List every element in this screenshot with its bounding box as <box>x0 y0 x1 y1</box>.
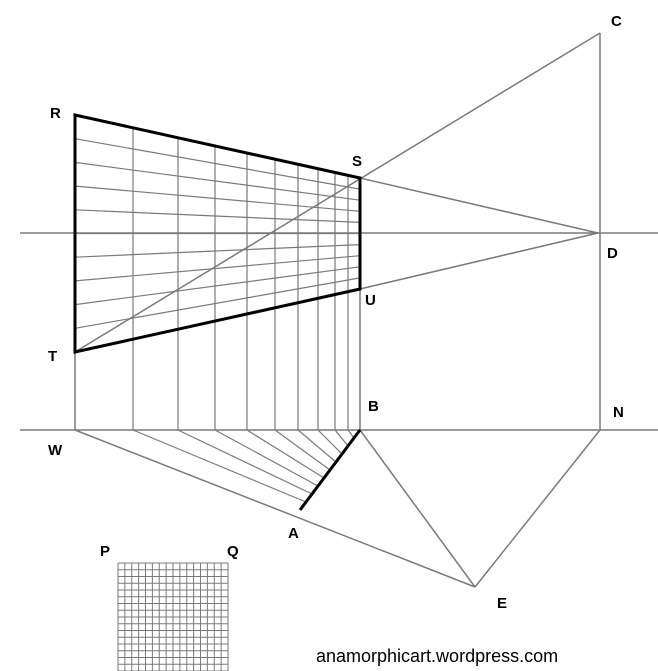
grid-horizontal-line <box>74 161 361 201</box>
fan-line <box>297 429 337 463</box>
line-B-E <box>359 429 476 588</box>
credit-text: anamorphicart.wordpress.com <box>316 646 558 666</box>
line-T-C <box>74 32 601 353</box>
label-A: A <box>288 525 299 542</box>
point-labels: R S C D U T B N W A E P Q <box>48 13 624 612</box>
fan-line <box>347 429 355 439</box>
line-N-E <box>474 429 601 588</box>
fan-line <box>274 429 331 471</box>
grid-horizontal-line <box>74 255 361 282</box>
label-C: C <box>611 13 622 30</box>
fan-line <box>246 429 325 479</box>
grid-horizontal-line <box>74 185 361 212</box>
fan-line <box>214 429 319 487</box>
construction-lines <box>20 32 658 588</box>
grid-horizontal-line <box>74 277 361 329</box>
line-W-E <box>74 429 476 588</box>
label-B: B <box>368 398 379 415</box>
label-W: W <box>48 442 63 459</box>
label-U: U <box>365 292 376 309</box>
label-D: D <box>607 245 618 262</box>
label-S: S <box>352 153 362 170</box>
thick-outlines <box>73 113 362 511</box>
grid-horizontal-line <box>74 266 361 306</box>
grid-horizontal-line <box>74 138 361 190</box>
label-P: P <box>100 543 110 560</box>
line-U-D <box>359 232 599 290</box>
grid-horizontal-line <box>74 244 361 258</box>
projection-fan <box>132 291 355 503</box>
distorted-grid <box>74 127 361 340</box>
fan-line <box>334 429 349 447</box>
fan-line <box>132 429 307 503</box>
label-E: E <box>497 595 507 612</box>
quadrilateral-RSUT <box>73 113 362 354</box>
label-N: N <box>613 404 624 421</box>
label-T: T <box>48 348 57 365</box>
segment-B-A <box>298 429 362 511</box>
label-R: R <box>50 105 61 122</box>
grid-horizontal-line <box>74 209 361 223</box>
label-Q: Q <box>227 543 239 560</box>
fan-line <box>177 429 313 495</box>
fan-line <box>317 429 343 455</box>
square-grid-PQ <box>117 562 229 671</box>
line-S-D <box>359 177 599 234</box>
